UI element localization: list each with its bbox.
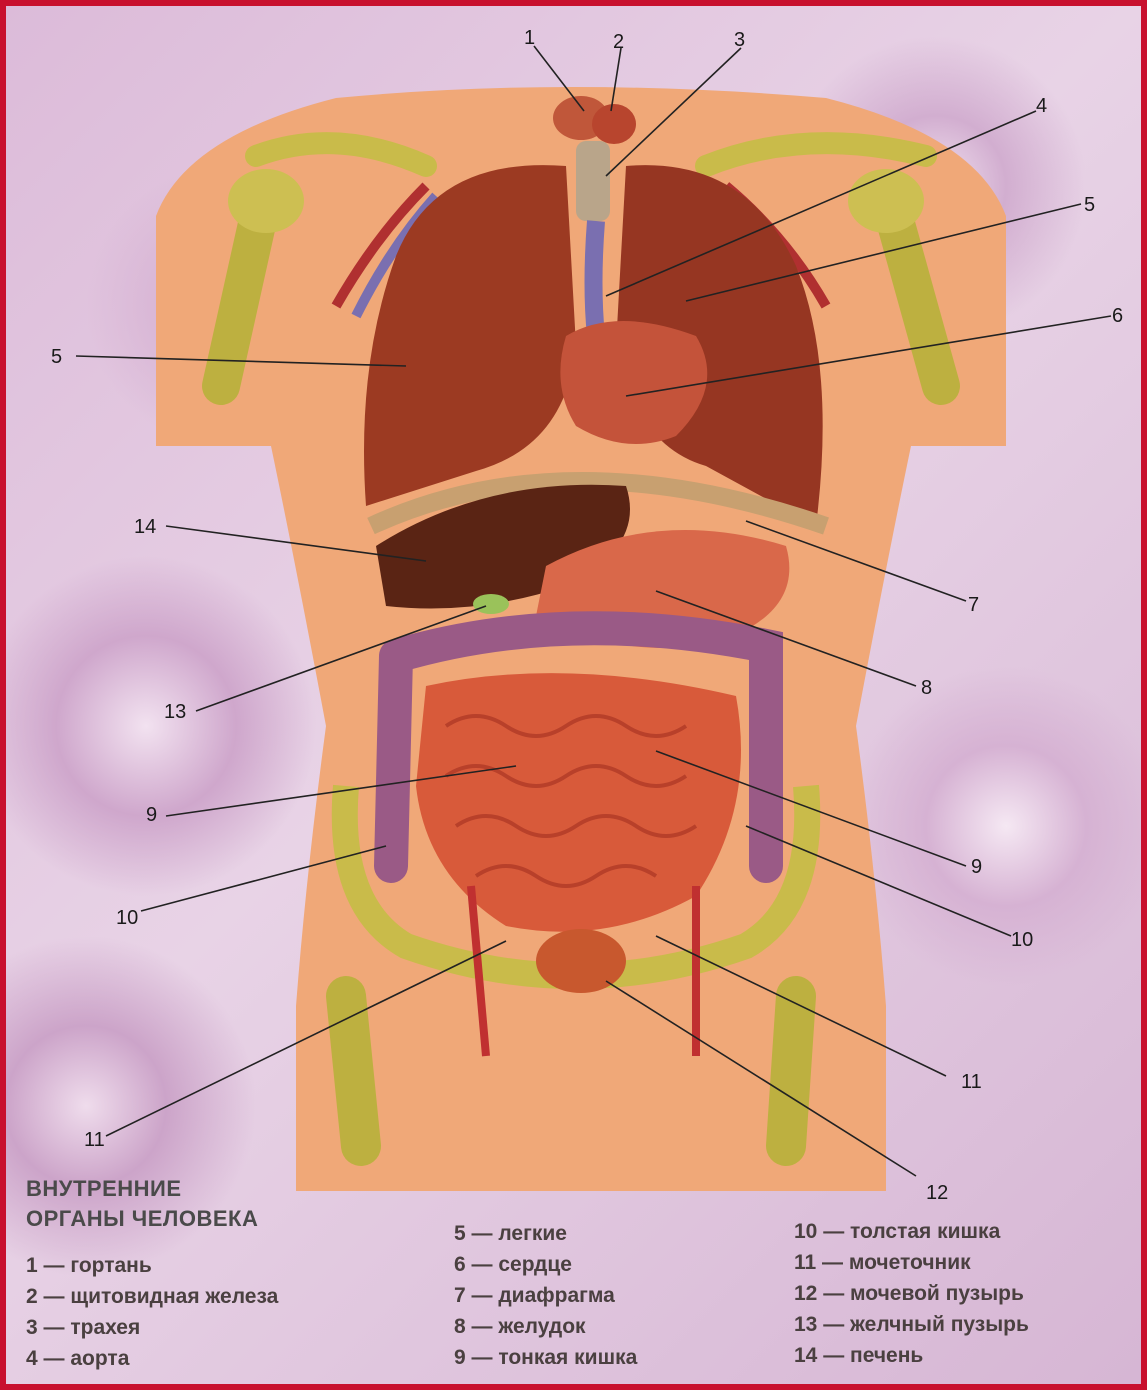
callout-3: 3 bbox=[734, 29, 745, 51]
callout-8: 8 bbox=[921, 677, 932, 699]
legend-item: 7 — диафрагма bbox=[454, 1280, 637, 1311]
callout-2: 2 bbox=[613, 31, 624, 53]
legend-item: 8 — желудок bbox=[454, 1311, 637, 1342]
aorta-shape bbox=[594, 221, 597, 336]
callout-5-left: 5 bbox=[51, 346, 62, 368]
heart-shape bbox=[560, 321, 707, 444]
legend-item: 13 — желчный пузырь bbox=[794, 1309, 1029, 1340]
legend-item: 3 — трахея bbox=[26, 1312, 278, 1343]
legend-item: 6 — сердце bbox=[454, 1249, 637, 1280]
callout-10-right: 10 bbox=[1011, 929, 1033, 951]
legend-item: 10 — толстая кишка bbox=[794, 1216, 1029, 1247]
callout-9-right: 9 bbox=[971, 856, 982, 878]
thyroid-shape bbox=[592, 104, 636, 144]
legend-column-1: 1 — гортань 2 — щитовидная железа 3 — тр… bbox=[26, 1250, 278, 1374]
callout-4: 4 bbox=[1036, 95, 1047, 117]
gallbladder-shape bbox=[473, 594, 509, 614]
right-femur bbox=[786, 996, 796, 1146]
callout-9-left: 9 bbox=[146, 804, 157, 826]
callout-10-left: 10 bbox=[116, 907, 138, 929]
legend-item: 5 — легкие bbox=[454, 1218, 637, 1249]
legend-item: 2 — щитовидная железа bbox=[26, 1281, 278, 1312]
left-shoulder-joint bbox=[228, 169, 304, 233]
legend-item: 1 — гортань bbox=[26, 1250, 278, 1281]
callout-6: 6 bbox=[1112, 305, 1123, 327]
legend-item: 9 — тонкая кишка bbox=[454, 1342, 637, 1373]
callout-11-left: 11 bbox=[84, 1129, 105, 1151]
right-shoulder-joint bbox=[848, 169, 924, 233]
legend-item: 14 — печень bbox=[794, 1340, 1029, 1371]
callout-13: 13 bbox=[164, 701, 186, 723]
bladder-shape bbox=[536, 929, 626, 993]
trachea-shape bbox=[576, 141, 610, 221]
legend-item: 11 — мочеточник bbox=[794, 1247, 1029, 1278]
callout-12: 12 bbox=[926, 1182, 948, 1204]
callout-5-right: 5 bbox=[1084, 194, 1095, 216]
title-line-1: ВНУТРЕННИЕ bbox=[26, 1174, 258, 1204]
callout-14: 14 bbox=[134, 516, 156, 538]
callout-11-right: 11 bbox=[961, 1071, 982, 1093]
legend-column-3: 10 — толстая кишка 11 — мочеточник 12 — … bbox=[794, 1216, 1029, 1371]
legend-item: 4 — аорта bbox=[26, 1343, 278, 1374]
legend-item: 12 — мочевой пузырь bbox=[794, 1278, 1029, 1309]
diagram-title: ВНУТРЕННИЕ ОРГАНЫ ЧЕЛОВЕКА bbox=[26, 1174, 258, 1234]
callout-7: 7 bbox=[968, 594, 979, 616]
callout-1: 1 bbox=[524, 27, 535, 49]
legend-column-2: 5 — легкие 6 — сердце 7 — диафрагма 8 — … bbox=[454, 1218, 637, 1373]
title-line-2: ОРГАНЫ ЧЕЛОВЕКА bbox=[26, 1204, 258, 1234]
